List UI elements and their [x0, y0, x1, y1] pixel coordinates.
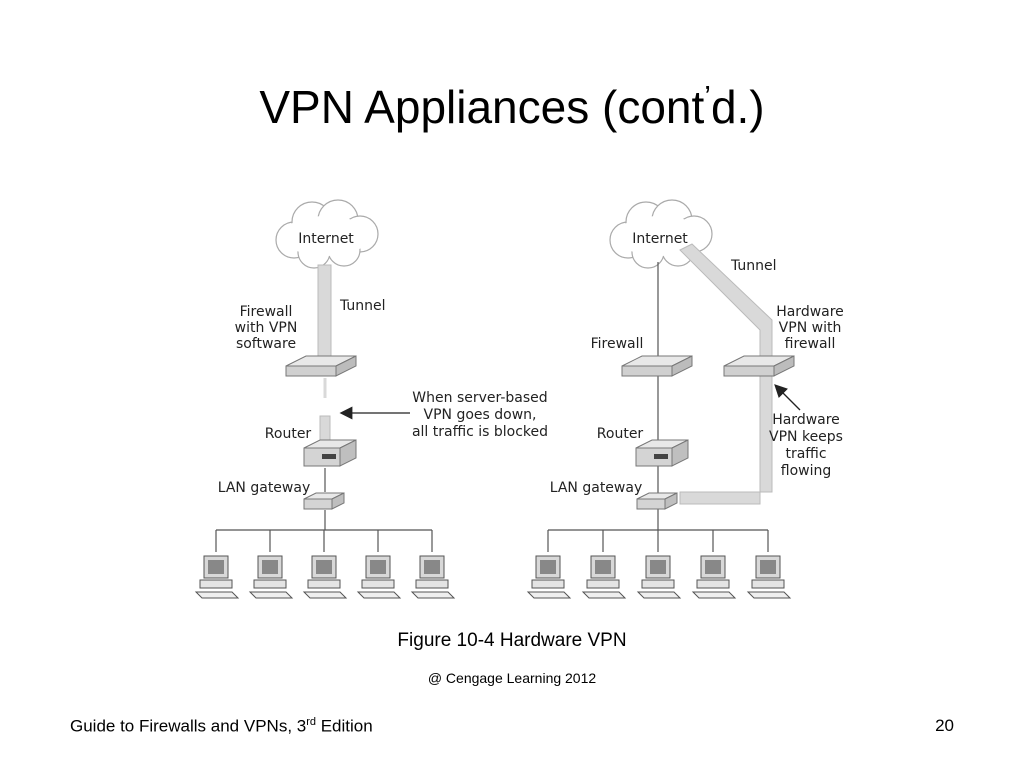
keeps-flowing-3: traffic: [785, 446, 826, 462]
hw-vpn-label-1: Hardware: [776, 304, 844, 320]
firewall-vpn-label-3: software: [236, 336, 296, 352]
keeps-flowing-1: Hardware: [772, 412, 840, 428]
workstation-icon: [527, 555, 571, 599]
workstation-icon: [411, 555, 455, 599]
keeps-flowing-4: flowing: [781, 463, 831, 479]
firewall-appliance-icon: [285, 355, 357, 377]
firewall-appliance-icon: [621, 355, 693, 377]
keeps-flowing-arrow: [774, 384, 801, 411]
blocked-note-2: VPN goes down,: [424, 407, 537, 423]
lan-gateway-label: LAN gateway: [218, 480, 311, 496]
right-diagram: Internet Tunnel Firewall Hardware VPN wi…: [527, 199, 844, 599]
internet-label: Internet: [632, 231, 688, 247]
workstation-icon: [637, 555, 681, 599]
hardware-vpn-appliance-icon: [723, 355, 795, 377]
blocked-note-3: all traffic is blocked: [412, 424, 548, 440]
left-diagram: Internet Tunnel Firewall with VPN softwa…: [195, 199, 548, 599]
workstation-icon: [195, 555, 239, 599]
workstation-icon: [692, 555, 736, 599]
router-icon: [635, 439, 689, 467]
firewall-label: Firewall: [591, 336, 644, 352]
workstation-icon: [582, 555, 626, 599]
hw-vpn-label-2: VPN with: [779, 320, 842, 336]
slide-title: VPN Appliances (cont’d.): [259, 80, 765, 133]
hw-vpn-label-3: firewall: [785, 336, 836, 352]
figure-caption: Figure 10-4 Hardware VPN: [397, 630, 627, 651]
keeps-flowing-2: VPN keeps: [769, 429, 843, 445]
page-number: 20: [935, 716, 954, 735]
workstation-icon: [303, 555, 347, 599]
router-label: Router: [265, 426, 312, 442]
internet-label: Internet: [298, 231, 354, 247]
workstation-icon: [747, 555, 791, 599]
tunnel-label: Tunnel: [339, 298, 386, 314]
blocked-note-1: When server-based: [412, 390, 547, 406]
workstation-icon: [357, 555, 401, 599]
router-label: Router: [597, 426, 644, 442]
lan-gateway-icon: [636, 492, 678, 510]
vpn-tunnel-pipe: [317, 264, 332, 361]
router-icon: [303, 439, 357, 467]
firewall-vpn-label-2: with VPN: [235, 320, 298, 336]
workstation-icon: [249, 555, 293, 599]
hardware-vpn-tunnel: [679, 243, 773, 505]
lan-gateway-label: LAN gateway: [550, 480, 643, 496]
firewall-vpn-label-1: Firewall: [240, 304, 293, 320]
footer-book-title: Guide to Firewalls and VPNs, 3rd Edition: [70, 716, 373, 736]
tunnel-label: Tunnel: [730, 258, 777, 274]
figure-credit: @ Cengage Learning 2012: [427, 670, 597, 686]
